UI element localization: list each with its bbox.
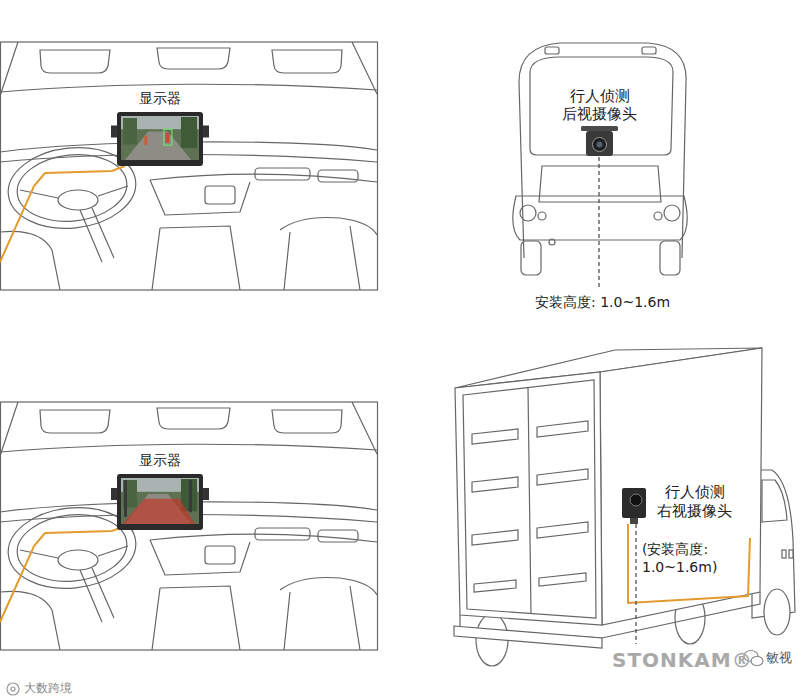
height-line [635, 524, 636, 644]
monitor-shape [117, 112, 203, 166]
install-height: (安装高度: 1.0~1.6m) [642, 541, 720, 576]
video-cable [628, 524, 750, 603]
wechat-icon [751, 657, 763, 666]
monitor-screen [123, 499, 196, 524]
tail-light [664, 205, 680, 221]
weibo-icon [11, 687, 15, 691]
door-slot [472, 421, 588, 444]
door-frame [463, 380, 596, 618]
bus-body [519, 43, 686, 258]
tail-light [538, 212, 546, 220]
wheel [660, 241, 680, 275]
monitor-screen [164, 129, 172, 145]
cab-interior [0, 402, 378, 650]
monitor-bracket [202, 488, 209, 500]
tail-light [654, 212, 662, 220]
door-slot [472, 522, 588, 545]
monitor-screen [189, 480, 192, 512]
door-split [528, 388, 531, 614]
camera-body [622, 488, 646, 518]
reflector [549, 239, 555, 245]
monitor-display: 显示器 [117, 112, 203, 166]
monitor-screen [124, 480, 127, 517]
truck [454, 348, 795, 666]
monitor-screen [121, 478, 199, 524]
wheel [521, 241, 541, 275]
bus-rear [513, 43, 687, 290]
monitor-screen [165, 133, 169, 143]
box-rear [455, 372, 602, 625]
monitor-screen [125, 131, 191, 160]
cab-window [762, 480, 787, 522]
cab-interior [0, 42, 378, 290]
weibo-icon [7, 683, 19, 695]
rear-bumper [454, 626, 602, 648]
tail-light [520, 205, 536, 221]
install-height: 安装高度: 1.0~1.6m [535, 294, 670, 312]
monitor-bracket [202, 126, 209, 138]
camera-shape [586, 129, 613, 156]
camera-body [586, 131, 613, 156]
monitor-screen [121, 478, 199, 524]
door-slot [474, 573, 586, 592]
rear-camera: 行人侦测 后视摄像头 [586, 129, 613, 156]
monitor-bracket [111, 126, 118, 138]
monitor-shape [117, 474, 203, 530]
side-camera: 行人侦测 右视摄像头 [622, 488, 646, 524]
monitor-bracket [111, 488, 118, 500]
cab-light [789, 550, 793, 558]
device-label: 显示器 [139, 452, 181, 470]
camera-lens [630, 494, 642, 506]
brand-watermark: STONKAM® [612, 648, 753, 673]
camera-mount [581, 126, 618, 131]
device-label: 显示器 [139, 90, 181, 108]
marker-light [642, 47, 656, 54]
monitor-screen [121, 116, 199, 160]
monitor-screen [144, 136, 147, 145]
marker-light [545, 47, 559, 54]
rear-window [530, 57, 673, 155]
weibo-icon [7, 683, 19, 695]
monitor-screen [123, 118, 137, 144]
monitor-screen [181, 117, 197, 148]
camera-lens [597, 142, 603, 148]
door-slot [472, 469, 588, 492]
source-watermark: 大数跨境 [24, 681, 72, 696]
camera-mount [630, 518, 638, 524]
device-label: 行人侦测 后视摄像头 [560, 87, 640, 125]
device-label: 行人侦测 右视摄像头 [655, 483, 735, 521]
bumper [513, 196, 687, 240]
monitor-bezel [117, 474, 203, 530]
wheel [764, 589, 790, 635]
height-line [598, 157, 599, 290]
monitor-bezel [117, 112, 203, 166]
cab-light [782, 550, 786, 558]
camera-shape [622, 488, 646, 524]
box-side [600, 348, 762, 625]
account-watermark: 敏视 [766, 650, 792, 666]
monitor-screen [121, 116, 199, 160]
camera-lens [593, 138, 607, 152]
monitor-display: 显示器 [117, 474, 203, 530]
